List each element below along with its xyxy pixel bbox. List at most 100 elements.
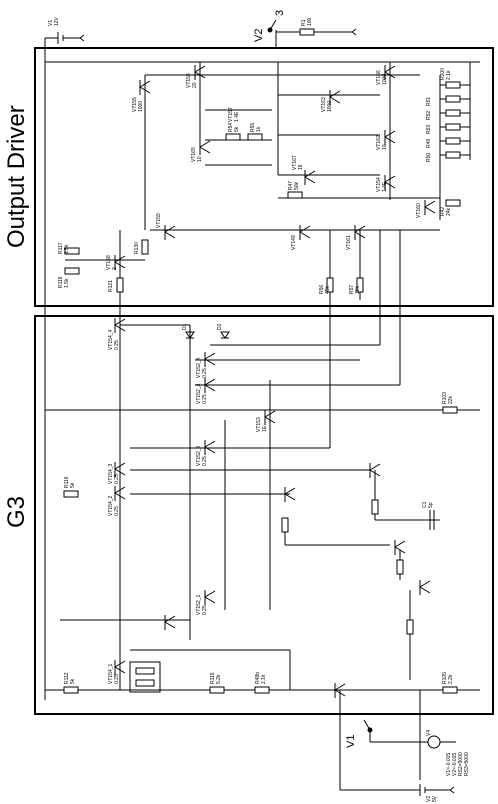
transistor-vt159b [419, 580, 431, 595]
svg-text:VT159: VT159 [156, 213, 162, 228]
diode-d1 [185, 331, 195, 339]
g3-labels: VT154_4 0.25 VT152_4 0.25 VT152_3 0.25 V… [64, 323, 454, 684]
svg-text:2: 2 [112, 267, 118, 270]
svg-text:D1: D1 [182, 323, 188, 330]
resistor-r48b [254, 686, 270, 694]
svg-text:VT152_1: VT152_1 [196, 594, 202, 615]
resistor-r42b [371, 499, 379, 515]
svg-text:5k: 5k [234, 126, 240, 132]
svg-text:10: 10 [382, 144, 388, 150]
svg-text:VT161: VT161 [346, 235, 352, 250]
svg-text:VT165: VT165 [191, 147, 197, 162]
v1-source-name: V1 [48, 20, 54, 26]
svg-text:18: 18 [298, 164, 304, 170]
transistor-vt154-2 [114, 486, 126, 501]
transistor-vt152-3 [204, 378, 216, 393]
svg-text:R115: R115 [210, 672, 216, 684]
resistor-r114 [135, 679, 155, 687]
svg-text:5k: 5k [70, 482, 76, 488]
svg-text:R42: R42 [440, 207, 446, 216]
svg-text:VT154_4: VT154_4 [108, 329, 114, 350]
svg-text:1.4E: 1.4E [382, 181, 388, 192]
resistor-r45 [396, 559, 404, 575]
resistor-r46 [445, 199, 461, 207]
svg-text:10: 10 [197, 156, 203, 162]
svg-text:VT152_2: VT152_2 [196, 445, 202, 466]
svg-text:0.25: 0.25 [202, 605, 208, 615]
transistor-vt152-1 [204, 590, 216, 605]
svg-text:V2=-0.015: V2=-0.015 [452, 753, 458, 776]
svg-text:0.25: 0.25 [114, 474, 120, 484]
svg-text:R50: R50 [426, 153, 432, 162]
resistor-r54 [225, 133, 241, 141]
svg-text:1.4E: 1.4E [234, 111, 240, 122]
resistor-r49 [445, 137, 461, 145]
resistor-r117 [64, 247, 80, 255]
svg-text:R116: R116 [64, 476, 70, 488]
resistor-r118b [135, 667, 155, 675]
svg-text:C1: C1 [422, 501, 428, 508]
resistor-r55 [247, 133, 263, 141]
bottom-sources: V1 V4 V1=-0.015 V2=-0.015 RS2=5000 RS3=5… [340, 719, 470, 802]
svg-text:1000: 1000 [327, 101, 333, 112]
resistor-r56 [326, 277, 334, 293]
transistor-vt166 [384, 65, 396, 80]
transistor-vt154 [384, 175, 396, 190]
resistor-r52 [445, 109, 461, 117]
transistor-vt161 [354, 225, 366, 240]
transistor-vt153 [264, 410, 276, 425]
g3-wiring [45, 230, 480, 790]
svg-text:R118: R118 [58, 276, 64, 288]
svg-text:VT156: VT156 [186, 73, 192, 88]
svg-text:0.25: 0.25 [202, 456, 208, 466]
svg-text:5p: 5p [428, 502, 434, 508]
svg-text:VT155: VT155 [132, 97, 138, 112]
svg-text:2.1k: 2.1k [261, 674, 267, 684]
svg-text:20: 20 [192, 82, 198, 88]
svg-text:R49: R49 [426, 139, 432, 148]
svg-text:R57: R57 [349, 285, 355, 294]
svg-text:R53: R53 [426, 125, 432, 134]
svg-text:VT154_3: VT154_3 [108, 463, 114, 484]
svg-text:1000: 1000 [138, 101, 144, 112]
v2-probe-label: V2 [253, 29, 265, 42]
transistor-vt154-3 [114, 462, 126, 477]
svg-text:R54: R54 [228, 123, 234, 132]
resistor-r103 [442, 406, 458, 414]
capacitor-c1 [429, 510, 435, 530]
svg-text:2.1k: 2.1k [446, 70, 452, 80]
transistor-vt162 [384, 130, 396, 145]
svg-text:1000: 1000 [382, 74, 388, 85]
svg-text:VT163: VT163 [321, 97, 327, 112]
resistor-r53 [445, 123, 461, 131]
transistor-vt152-4 [204, 352, 216, 367]
svg-text:R48b: R48b [255, 672, 261, 684]
resistor-r1 [299, 28, 315, 36]
svg-text:0.25: 0.25 [202, 394, 208, 404]
transistor-vt160b [334, 683, 346, 698]
svg-text:VT149: VT149 [291, 235, 297, 250]
output-driver-wiring [44, 48, 480, 700]
svg-text:V4: V4 [426, 730, 432, 736]
svg-text:5V: 5V [432, 795, 438, 802]
svg-text:R55: R55 [250, 123, 256, 132]
svg-text:0.25: 0.25 [202, 368, 208, 378]
svg-text:1.5k: 1.5k [64, 244, 70, 254]
output-driver-labels: VT156 20 VT155 1000 VT157 1.4E VT165 10 … [58, 68, 452, 294]
transistor-vt165 [199, 140, 211, 155]
svg-text:1E: 1E [262, 425, 268, 432]
resistor-r44 [406, 619, 414, 635]
svg-text:1k: 1k [256, 126, 262, 132]
svg-text:45k: 45k [325, 285, 331, 294]
resistor-r121 [116, 277, 124, 293]
resistor-r105 [442, 686, 458, 694]
resistor-r116 [63, 490, 79, 498]
resistor-r51 [445, 95, 461, 103]
resistor-r50 [445, 151, 461, 159]
transistor-vt163 [329, 90, 341, 105]
resistor-r47 [287, 191, 303, 199]
svg-text:VT166: VT166 [376, 70, 382, 85]
transistor-vt167 [304, 170, 316, 185]
svg-text:R103: R103 [442, 392, 448, 404]
